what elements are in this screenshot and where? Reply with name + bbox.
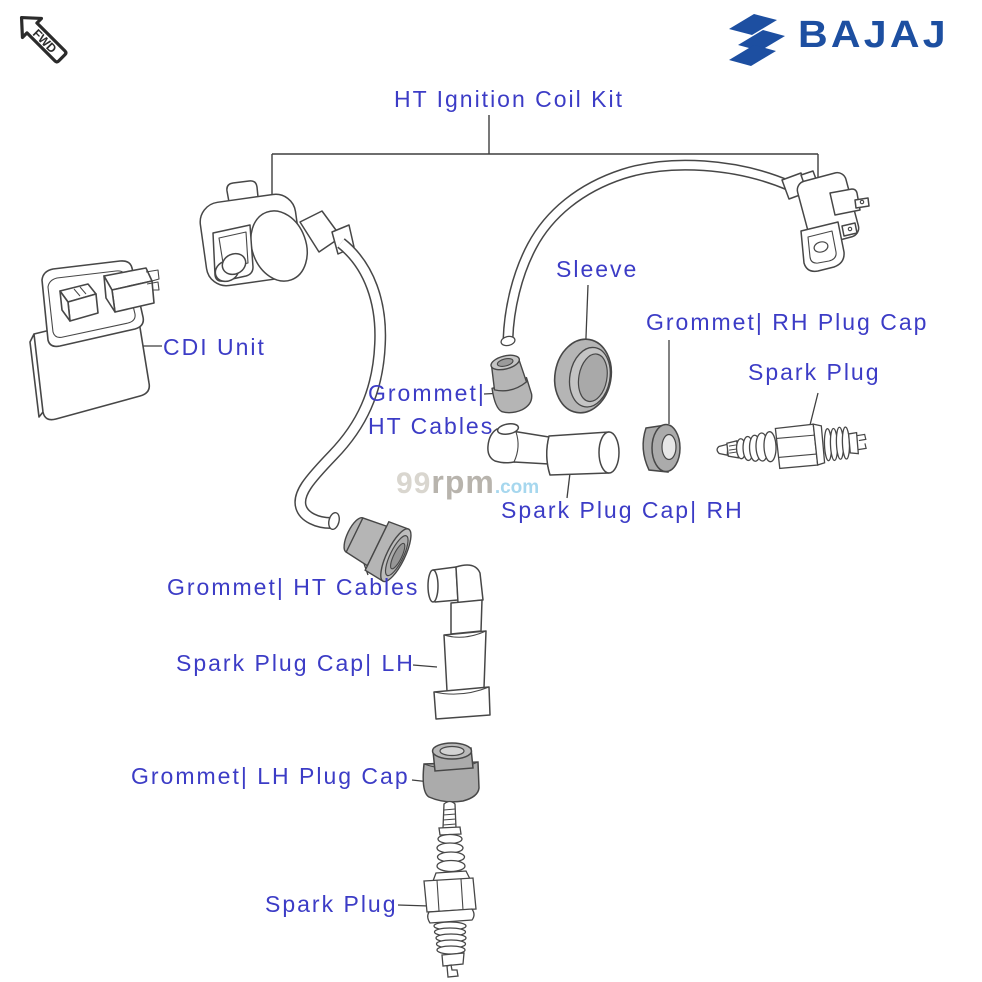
cdi-unit-drawing	[29, 260, 160, 421]
ignition-coil-right-drawing	[781, 170, 870, 273]
label-spark-plug-cap-rh: Spark Plug Cap| RH	[501, 497, 744, 523]
spark-plug-cap-lh-drawing	[427, 564, 491, 720]
label-grommet-ht-cables-upper-line1: Grommet|	[368, 380, 486, 406]
grommet-ht-cables-lower-drawing	[343, 516, 412, 583]
spark-plug-lh-drawing	[423, 800, 477, 978]
watermark-brand: rpm	[431, 464, 495, 500]
kit-bracket-lines	[271, 115, 819, 202]
label-grommet-ht-cables-upper-line2: HT Cables	[368, 413, 495, 440]
label-grommet-rh-plug-cap: Grommet| RH Plug Cap	[646, 309, 929, 335]
bajaj-emblem-icon	[729, 14, 785, 66]
bajaj-logo-text: BAJAJ	[798, 14, 949, 56]
label-spark-plug-cap-lh: Spark Plug Cap| LH	[176, 650, 415, 676]
label-cdi-unit: CDI Unit	[163, 334, 266, 360]
diagram-title: HT Ignition Coil Kit	[393, 86, 625, 112]
label-grommet-lh-plug-cap: Grommet| LH Plug Cap	[131, 763, 410, 789]
spark-plug-cap-rh-drawing	[487, 422, 620, 476]
ignition-coil-left-drawing	[199, 180, 355, 287]
grommet-lh-plug-cap-drawing	[422, 742, 480, 803]
grommet-ht-cables-upper-drawing	[490, 354, 533, 414]
ht-cable-left-drawing	[294, 238, 387, 531]
label-grommet-ht-cables-lower: Grommet| HT Cables	[167, 574, 420, 600]
spark-plug-rh-drawing	[716, 423, 867, 470]
grommet-rh-plug-cap-drawing	[642, 423, 681, 473]
label-grommet-ht-cables-upper: Grommet| HT Cables	[368, 380, 494, 440]
watermark-prefix: 99	[396, 467, 432, 500]
label-spark-plug-rh: Spark Plug	[748, 359, 881, 385]
label-sleeve: Sleeve	[556, 256, 639, 282]
ht-cable-right-drawing	[500, 159, 793, 347]
fwd-arrow-icon: FWD	[19, 15, 68, 64]
watermark-suffix: .com	[494, 477, 540, 498]
sleeve-drawing	[553, 338, 613, 414]
label-spark-plug-lh: Spark Plug	[265, 891, 398, 917]
